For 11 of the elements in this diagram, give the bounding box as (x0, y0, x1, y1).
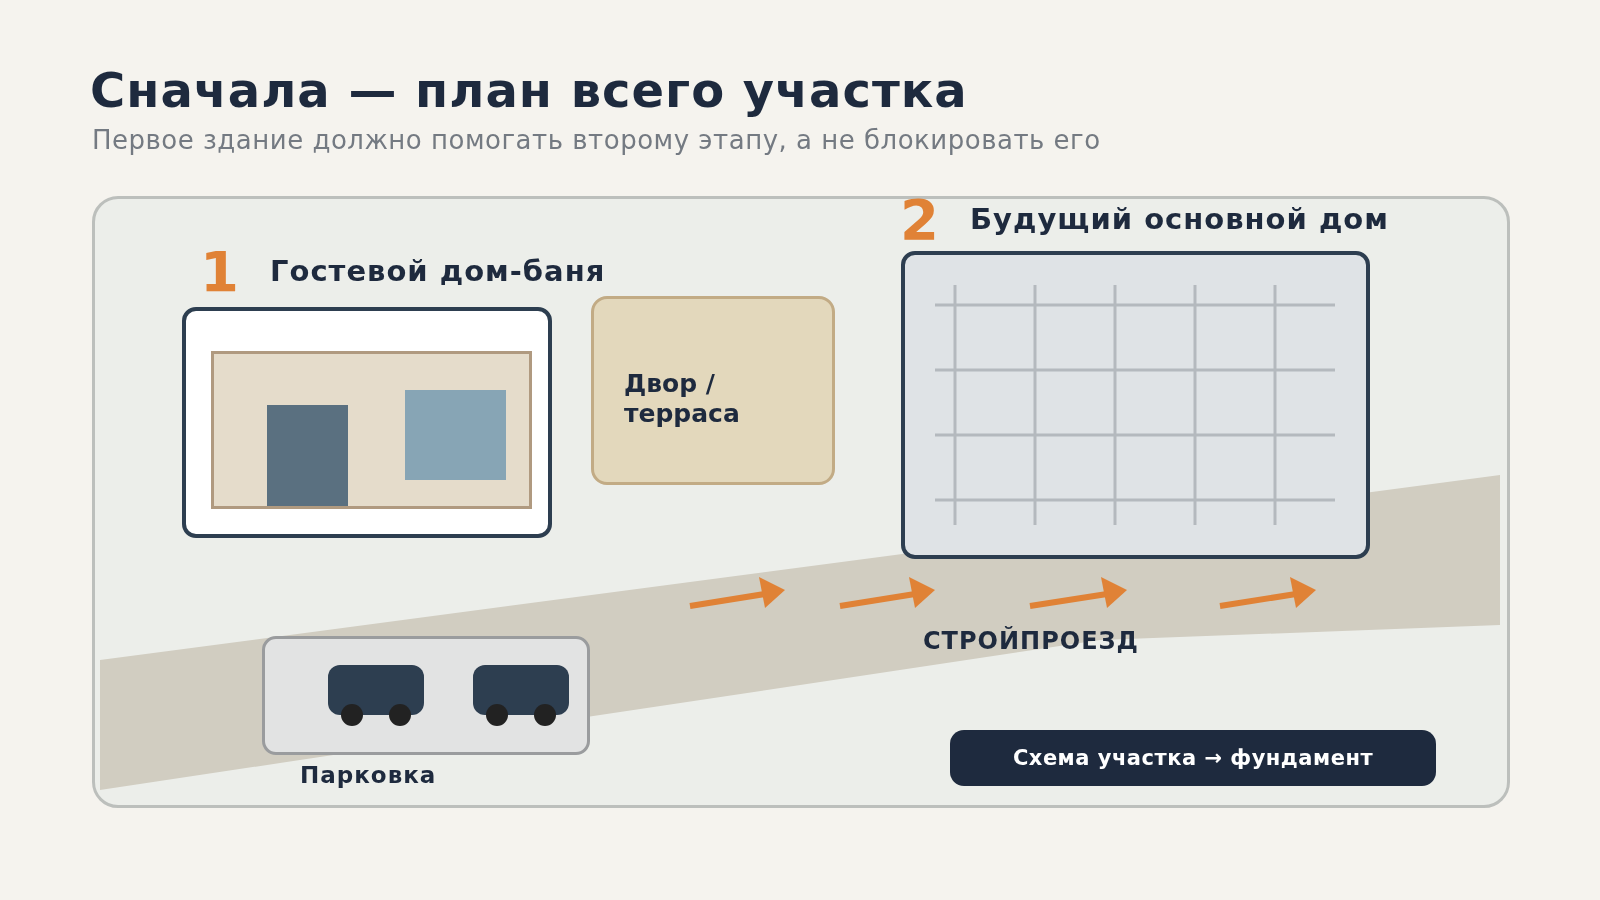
link-button: Схема участка → фундамент (950, 730, 1436, 786)
step-number: 2 (900, 192, 939, 248)
heading: Будущий основной дом (970, 202, 1389, 236)
heading: Гостевой дом-баня (270, 254, 606, 288)
area-label: Двор / терраса (624, 369, 741, 429)
road-label: СТРОЙПРОЕЗД (923, 627, 1139, 655)
step-number: 1 (200, 244, 239, 300)
subtitle: Первое здание должно помогать второму этапу, а не блокировать его (92, 125, 1101, 155)
area-label: Парковка (300, 762, 437, 788)
yard-area (591, 296, 835, 485)
title: Сначала — план всего участка (90, 62, 968, 118)
